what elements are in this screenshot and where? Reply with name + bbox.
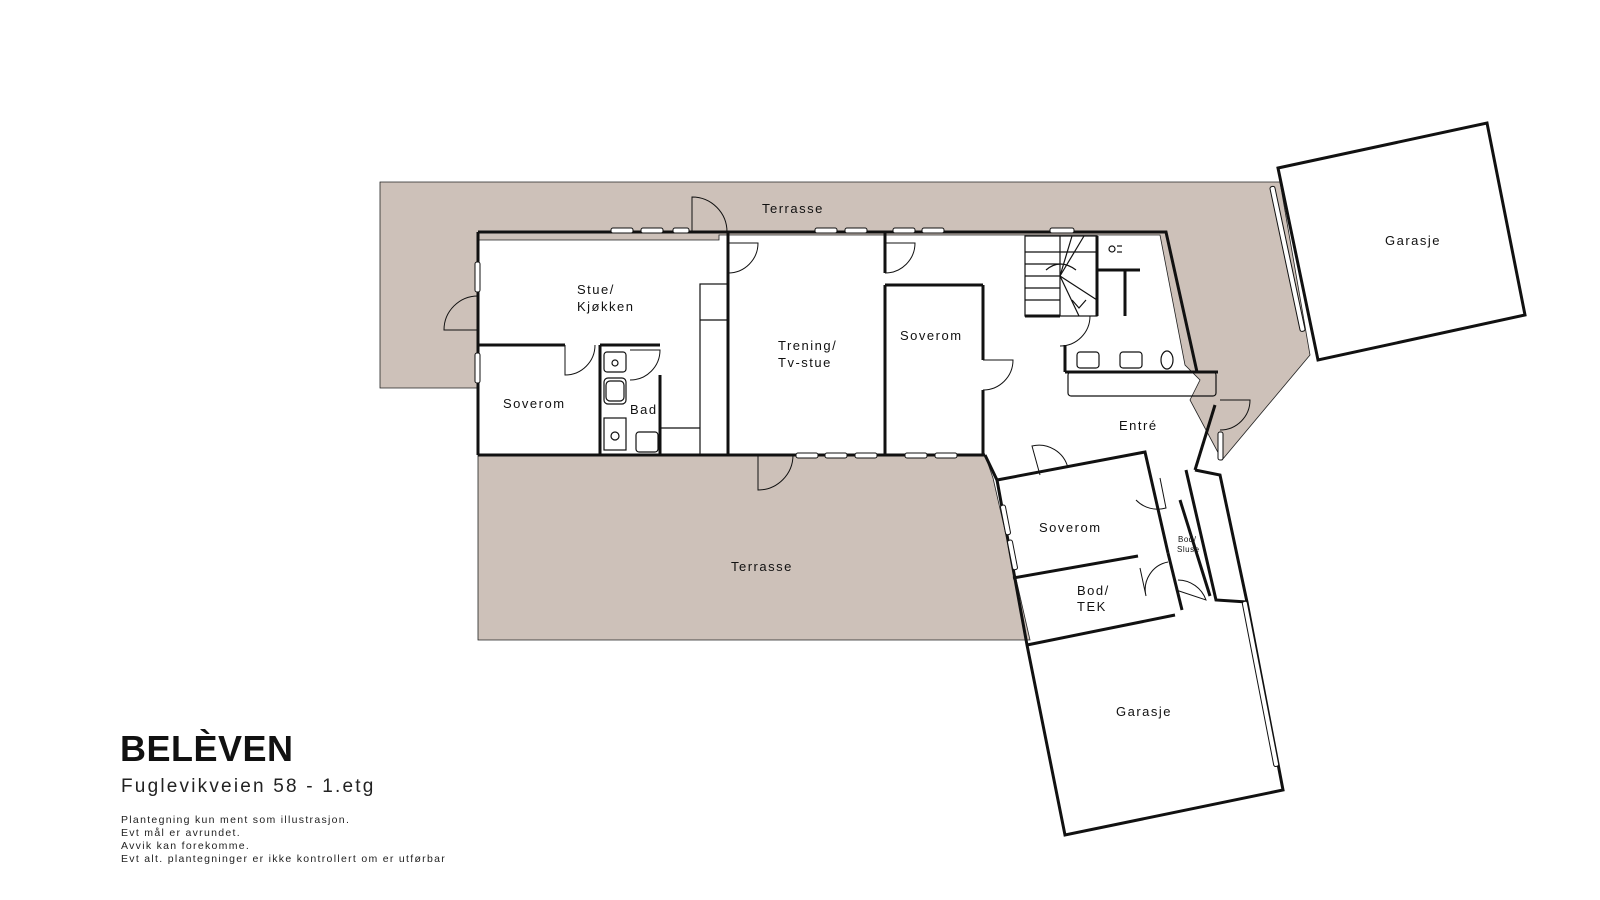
garage-top: [1276, 121, 1527, 362]
bod-sluse-label-1: Bod/: [1178, 535, 1197, 544]
garasje-bottom-label: Garasje: [1116, 704, 1172, 719]
entre-label: Entré: [1119, 418, 1158, 433]
disclaimer-line: Evt alt. plantegninger er ikke kontrolle…: [121, 853, 447, 865]
trening-label-2: Tv-stue: [778, 355, 832, 370]
brand-logo: BELÈVEN: [120, 728, 294, 769]
windows: [474, 185, 1306, 767]
disclaimer-line: Avvik kan forekomme.: [121, 840, 251, 852]
address-title: Fuglevikveien 58 - 1.etg: [121, 776, 376, 797]
soverom-left-label: Soverom: [503, 396, 566, 411]
soverom-mid-label: Soverom: [900, 328, 963, 343]
terrasse-bottom-label: Terrasse: [731, 559, 793, 574]
stue-label-2: Kjøkken: [577, 299, 634, 314]
soverom-lower-label: Soverom: [1039, 520, 1102, 535]
trening-label-1: Trening/: [778, 338, 837, 353]
bad-label: Bad: [630, 402, 658, 417]
walls: [476, 230, 1285, 837]
bod-sluse-label-2: Sluse: [1177, 545, 1200, 554]
bod-tek-label-2: TEK: [1077, 599, 1107, 614]
terrasse-top-label: Terrasse: [762, 201, 824, 216]
doors: [443, 196, 1251, 601]
terrace-top: [379, 181, 1311, 461]
disclaimer-line: Plantegning kun ment som illustrasjon.: [121, 814, 351, 826]
room-labels: Terrasse Terrasse Stue/ Kjøkken Soverom …: [503, 201, 1441, 719]
garasje-top-label: Garasje: [1385, 233, 1441, 248]
terrace-areas: [379, 181, 1311, 641]
bod-tek-label-1: Bod/: [1077, 583, 1110, 598]
stue-label-1: Stue/: [577, 282, 615, 297]
staircase: [1025, 235, 1098, 317]
disclaimer-line: Evt mål er avrundet.: [121, 827, 241, 839]
disclaimer-notes: Plantegning kun ment som illustrasjon. E…: [121, 814, 446, 866]
fixtures: [603, 245, 1174, 453]
terrace-bottom: [477, 454, 1031, 641]
